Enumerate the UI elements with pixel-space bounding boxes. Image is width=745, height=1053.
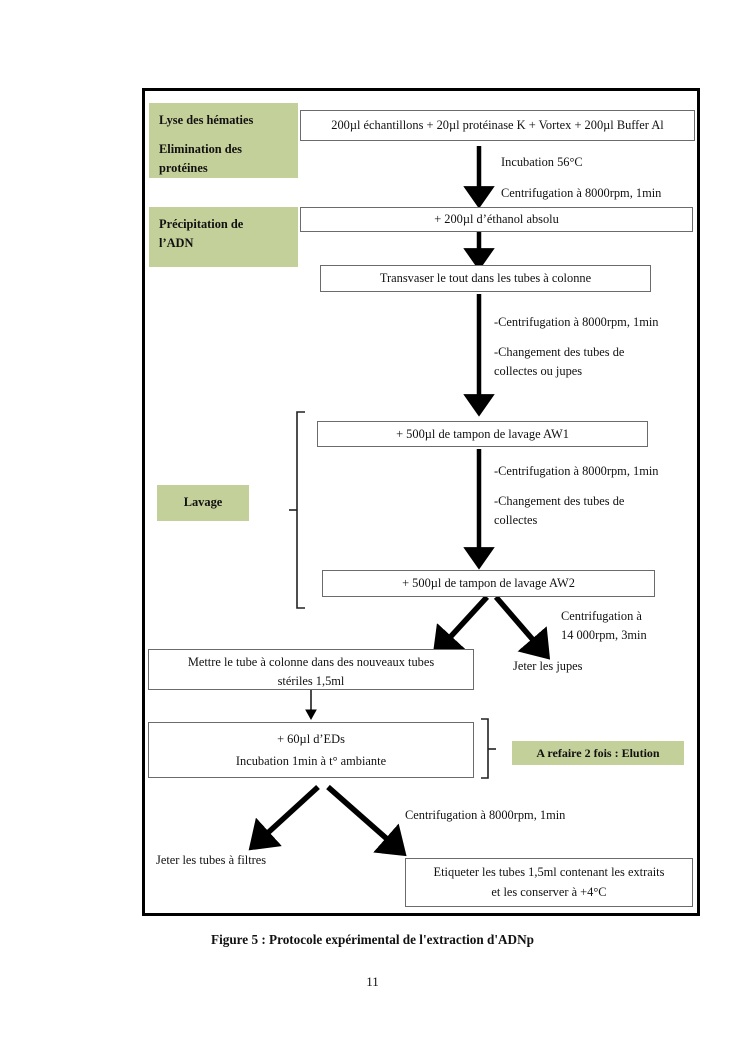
process-box-line: Etiqueter les tubes 1,5ml contenant les … [433, 865, 665, 880]
stage-label-line: l’ADN [159, 236, 194, 251]
stage-label-line: Lavage [183, 495, 223, 510]
stage-label-line: Lyse des hématies [159, 113, 254, 127]
process-box-line: stériles 1,5ml [277, 673, 345, 688]
page-number: 11 [366, 974, 379, 989]
process-box-line: Incubation 1min à t° ambiante [235, 753, 387, 768]
annotation-centri-8000-1min-b: -Centrifugation à 8000rpm, 1min [494, 315, 659, 329]
process-box-line: + 500µl de tampon de lavage AW1 [396, 426, 569, 441]
process-box-line: + 500µl de tampon de lavage AW2 [402, 576, 575, 591]
process-box-line: + 60µl d’EDs [277, 731, 345, 746]
process-box-aw2: + 500µl de tampon de lavage AW2 [322, 570, 655, 597]
figure-caption: Figure 5 : Protocole expérimental de l'e… [211, 932, 534, 947]
annotation-changement-tubes-jupes-line-2: collectes ou jupes [494, 364, 583, 378]
stage-label-line: Elimination des [159, 142, 242, 157]
annotation-changement-tubes-jupes-line-1: -Changement des tubes de [494, 345, 625, 359]
process-box-line: Transvaser le tout dans les tubes à colo… [379, 271, 592, 286]
annotation-centri-8000-1min-a: Centrifugation à 8000rpm, 1min [501, 186, 662, 200]
annotation-jeter-tubes-filtres: Jeter les tubes à filtres [156, 853, 267, 867]
process-box-eds-incubation: + 60µl d’EDs Incubation 1min à t° ambian… [148, 722, 474, 778]
annotation-centri-8000-1min-c: -Centrifugation à 8000rpm, 1min [494, 464, 659, 478]
stage-label-line: Précipitation de [159, 217, 244, 231]
process-box-etiqueter: Etiqueter les tubes 1,5ml contenant les … [405, 858, 693, 907]
annotation-changement-tubes-collectes-line-1: -Changement des tubes de [494, 494, 625, 508]
process-box-aw1: + 500µl de tampon de lavage AW1 [317, 421, 648, 447]
annotation-incubation-56: Incubation 56°C [501, 155, 583, 169]
stage-label-elution: A refaire 2 fois : Elution [512, 741, 684, 765]
stage-label-line: protéines [159, 161, 208, 176]
process-box-line: Mettre le tube à colonne dans des nouvea… [187, 655, 435, 669]
annotation-centri-14000-line-2: 14 000rpm, 3min [561, 628, 647, 642]
annotation-centri-8000-1min-d: Centrifugation à 8000rpm, 1min [405, 808, 566, 822]
stage-label-line: A refaire 2 fois : Elution [536, 745, 660, 760]
annotation-changement-tubes-collectes-line-2: collectes [494, 513, 538, 527]
process-box-line: et les conserver à +4°C [491, 885, 607, 900]
stage-label-precipitation-adn: Précipitation de l’ADN [149, 207, 298, 267]
process-box-line: 200µl échantillons + 20µl protéinase K +… [331, 118, 664, 133]
process-box-nouveaux-tubes: Mettre le tube à colonne dans des nouvea… [148, 649, 474, 690]
process-box-ethanol: + 200µl d’éthanol absolu [300, 207, 693, 232]
process-box-transvaser: Transvaser le tout dans les tubes à colo… [320, 265, 651, 292]
stage-label-lyse-elimination: Lyse des hématies Elimination des protéi… [149, 103, 298, 178]
stage-label-lavage: Lavage [157, 485, 249, 521]
annotation-centri-14000-line-1: Centrifugation à [561, 609, 642, 623]
process-box-line: + 200µl d’éthanol absolu [434, 212, 559, 227]
process-box-sample-proteinase: 200µl échantillons + 20µl protéinase K +… [300, 110, 695, 141]
annotation-jeter-jupes: Jeter les jupes [513, 659, 583, 673]
